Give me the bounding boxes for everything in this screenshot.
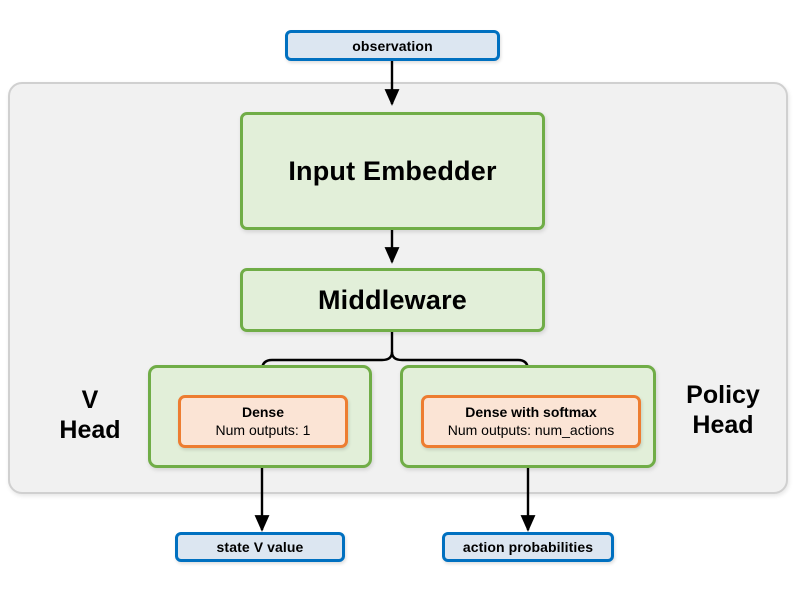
policy-head-group[interactable]: Dense with softmax Num outputs: num_acti… [400,365,656,468]
action-probabilities-label: action probabilities [462,539,594,555]
action-probabilities-node[interactable]: action probabilities [442,532,614,562]
policy-head-dense-title: Dense with softmax [465,404,597,420]
state-v-value-node[interactable]: state V value [175,532,345,562]
v-head-label-line1: V [81,386,99,414]
state-v-value-label: state V value [216,539,304,555]
v-head-group[interactable]: Dense Num outputs: 1 [148,365,372,468]
middleware-node[interactable]: Middleware [240,268,545,332]
input-embedder-label: Input Embedder [288,155,497,186]
policy-head-dense-node[interactable]: Dense with softmax Num outputs: num_acti… [421,395,641,448]
policy-head-label: Policy Head [662,380,784,440]
policy-head-label-line1: Policy [686,381,760,409]
v-head-label-line2: Head [59,416,121,444]
middleware-label: Middleware [317,284,468,315]
v-head-dense-node[interactable]: Dense Num outputs: 1 [178,395,348,448]
observation-label: observation [352,37,433,54]
input-embedder-node[interactable]: Input Embedder [240,112,545,230]
v-head-dense-title: Dense [241,404,285,420]
observation-node[interactable]: observation [285,30,500,61]
policy-head-dense-detail: Num outputs: num_actions [447,422,615,438]
v-head-label: V Head [36,385,144,445]
v-head-dense-detail: Num outputs: 1 [215,422,311,438]
policy-head-label-line2: Head [692,411,754,439]
